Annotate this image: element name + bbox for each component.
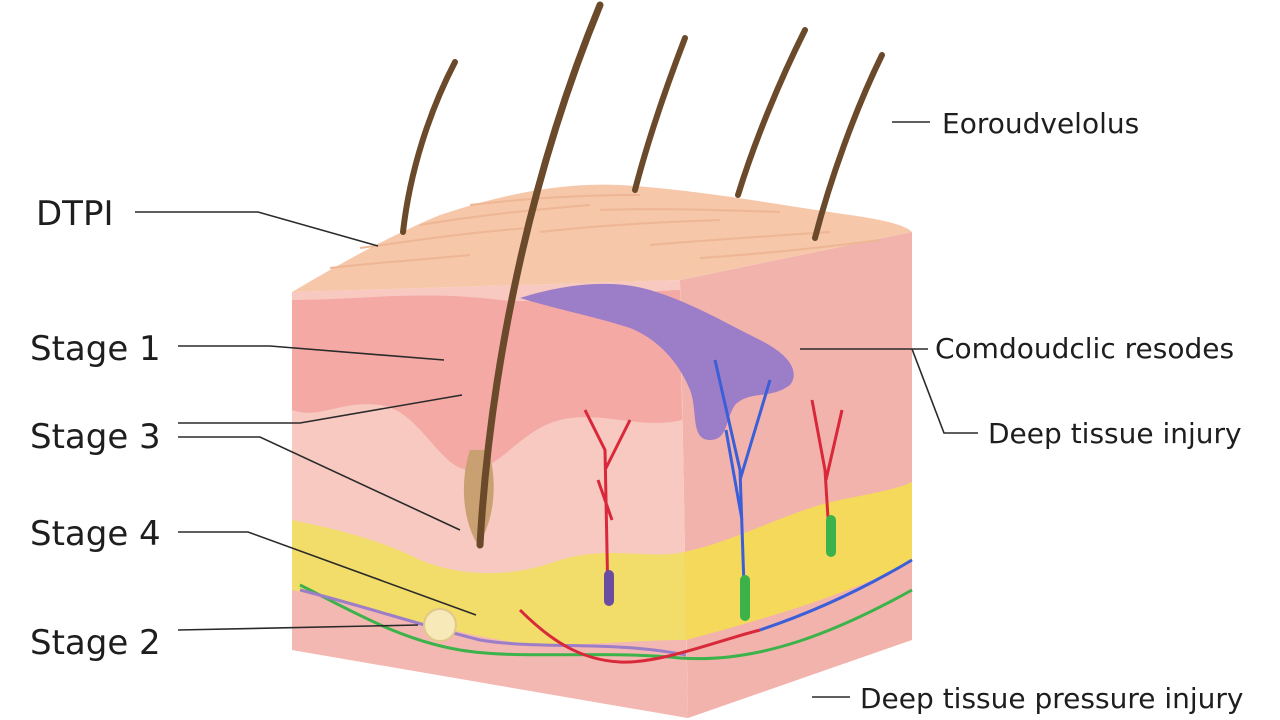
skin-block xyxy=(292,1,913,718)
label-stage-2: Stage 2 xyxy=(30,623,161,663)
hair-shafts xyxy=(400,1,885,549)
labels: Eoroudvelolus DTPI Stage 1 Stage 3 Stage… xyxy=(30,107,1243,715)
leader-lines xyxy=(135,121,978,698)
label-stage-3: Stage 3 xyxy=(30,417,161,457)
label-dtpi: DTPI xyxy=(36,194,113,234)
nerve-ganglion xyxy=(423,608,457,642)
vessel-end-1 xyxy=(604,570,614,606)
vessel-end-2 xyxy=(740,575,750,621)
dermis-layer xyxy=(292,290,682,470)
subcutaneous-fat-layer xyxy=(292,520,686,645)
label-stage-4: Stage 4 xyxy=(30,514,161,554)
vessel-end-3 xyxy=(826,515,836,557)
block-right-face xyxy=(680,232,912,718)
label-right-mid: Comdoudclic resodes xyxy=(935,332,1234,365)
label-deep-tissue-pressure-injury: Deep tissue pressure injury xyxy=(860,682,1243,715)
label-top-right: Eoroudvelolus xyxy=(942,107,1139,140)
epidermis-scales xyxy=(329,194,881,269)
label-stage-1: Stage 1 xyxy=(30,329,161,369)
label-deep-tissue-injury: Deep tissue injury xyxy=(988,417,1242,450)
